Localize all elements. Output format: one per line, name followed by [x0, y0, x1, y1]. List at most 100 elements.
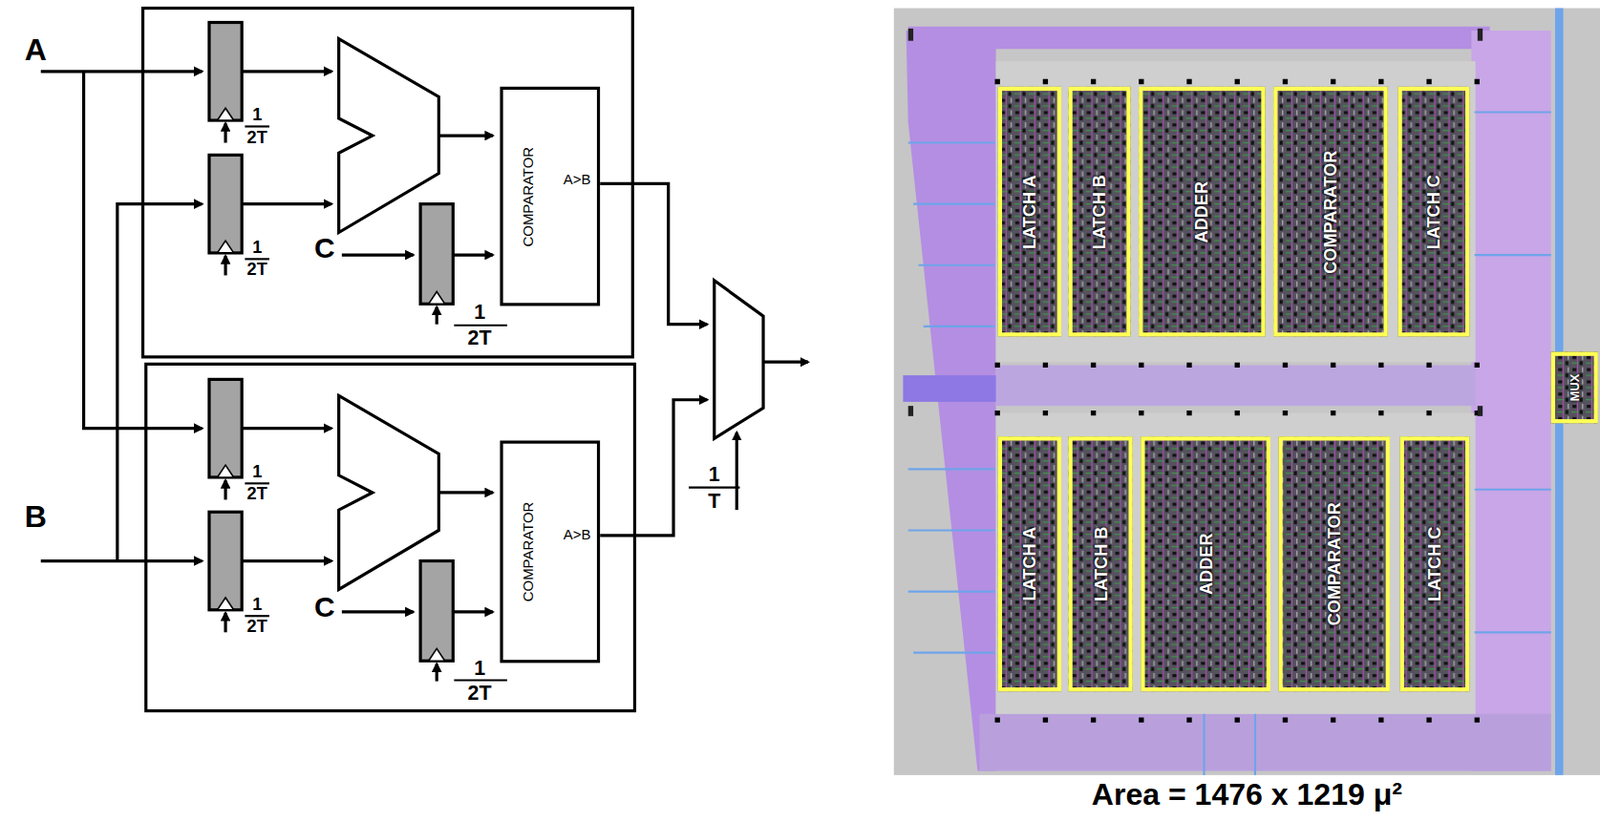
layout-shape	[599, 400, 707, 536]
layout-shape	[998, 86, 1599, 692]
layout-shape	[438, 133, 493, 137]
layout-block: ADDER	[1138, 86, 1265, 338]
layout-shape	[908, 468, 996, 470]
block-label: LATCH C	[1425, 173, 1443, 249]
block-label: ADDER	[1196, 533, 1215, 596]
mux-symbol	[714, 280, 764, 440]
pipeline-box	[143, 8, 634, 358]
block-label: LATCH B	[1090, 173, 1109, 249]
layout-shape	[735, 432, 739, 511]
layout-shape	[209, 22, 242, 122]
layout-shape	[998, 436, 1062, 692]
clock-rate: 2T	[247, 485, 268, 503]
layout-shape	[217, 107, 235, 121]
layout-shape	[995, 81, 1480, 721]
layout-shape	[428, 648, 446, 662]
layout-shape	[599, 183, 707, 324]
port-label: A>B	[563, 527, 592, 542]
clock-rate: 1	[252, 238, 262, 256]
signal-name: B	[24, 502, 47, 534]
layout-shape	[420, 561, 453, 662]
layout-shape	[428, 292, 446, 305]
layout-shape	[1474, 110, 1552, 113]
layout-block: ADDER	[1140, 436, 1271, 692]
layout-shape	[995, 410, 1480, 416]
clock-rate: 1	[473, 301, 486, 322]
layout-shape	[908, 28, 914, 42]
layout-shape	[913, 652, 995, 655]
layout-shape	[217, 240, 235, 254]
layout-shape	[1202, 714, 1205, 776]
layout-shape	[995, 718, 1480, 724]
layout-shape	[209, 379, 242, 478]
clock-rate: 2T	[247, 128, 268, 147]
layout-shape	[341, 253, 414, 256]
clock-rate: 1	[708, 464, 721, 485]
signal-name: C	[314, 594, 336, 623]
layout-shape	[1273, 86, 1388, 338]
area-caption: Area = 1476 x 1219 μ²	[1091, 779, 1403, 811]
layout-block: LATCH B	[1067, 436, 1132, 692]
layout-block: LATCH C	[1397, 86, 1470, 338]
signal-name: A	[24, 34, 47, 65]
layout-shape	[41, 69, 203, 73]
layout-shape	[1471, 30, 1551, 772]
layout-shape	[217, 597, 235, 611]
layout-shape	[688, 487, 740, 490]
layout-shape	[41, 559, 203, 563]
layout-shape	[223, 480, 227, 500]
layout-shape	[908, 28, 1483, 417]
layout-shape	[241, 559, 332, 563]
layout-shape	[341, 610, 414, 614]
layout-shape	[1067, 436, 1132, 692]
layout-shape	[435, 307, 439, 325]
block-label: LATCH A	[1021, 527, 1039, 602]
layout-shape	[998, 86, 1062, 338]
block-label: COMPARATOR	[520, 146, 535, 247]
block-label: COMPARATOR	[1322, 149, 1340, 274]
layout-shape	[244, 482, 270, 485]
layout-shape	[980, 714, 1552, 772]
block-label: LATCH A	[1021, 174, 1039, 250]
signal-name: T	[707, 490, 721, 512]
fraction-bar	[244, 126, 740, 681]
layout-shape	[917, 264, 995, 267]
signal-name: C	[314, 234, 336, 264]
comparator-box: COMPARATOR A>B	[499, 86, 600, 307]
layout-block: COMPARATOR	[1273, 86, 1388, 338]
adder-symbol	[339, 39, 440, 591]
layout-shape	[339, 39, 440, 234]
clock-rate: 2T	[247, 618, 268, 636]
layout-shape	[908, 405, 914, 417]
clock-rate: 1	[252, 463, 262, 481]
clock-rate: 2T	[468, 682, 492, 704]
layout-shape	[435, 663, 439, 682]
latch-symbol	[209, 22, 453, 662]
clock-rate: 1	[252, 106, 262, 124]
layout-shape	[894, 8, 1600, 776]
layout-shape	[902, 375, 1000, 403]
layout-shape	[1551, 352, 1599, 425]
layout-shape	[995, 362, 1480, 368]
pipeline-box	[146, 363, 636, 711]
comparator-box: COMPARATORA>B	[499, 440, 600, 663]
layout-shape	[209, 512, 242, 611]
layout-shape	[223, 256, 227, 276]
layout-shape	[438, 490, 493, 494]
layout-shape	[452, 253, 493, 256]
layout-shape	[1477, 405, 1483, 417]
layout-shape	[209, 154, 242, 254]
layout-shape	[1474, 631, 1552, 634]
layout-shape	[452, 610, 493, 614]
block-label: COMPARATOR	[1325, 502, 1344, 626]
mux-cell: MUX	[1551, 352, 1599, 425]
layout-shape	[1474, 254, 1552, 256]
port-label: A>B	[563, 171, 592, 187]
layout-block: LATCH A	[998, 436, 1062, 692]
layout-shape	[908, 591, 996, 594]
layout-shape	[223, 613, 227, 633]
layout-shape	[117, 204, 203, 562]
layout-shape	[244, 615, 270, 618]
layout-shape	[241, 69, 332, 73]
clock-rate: 1	[252, 596, 262, 614]
